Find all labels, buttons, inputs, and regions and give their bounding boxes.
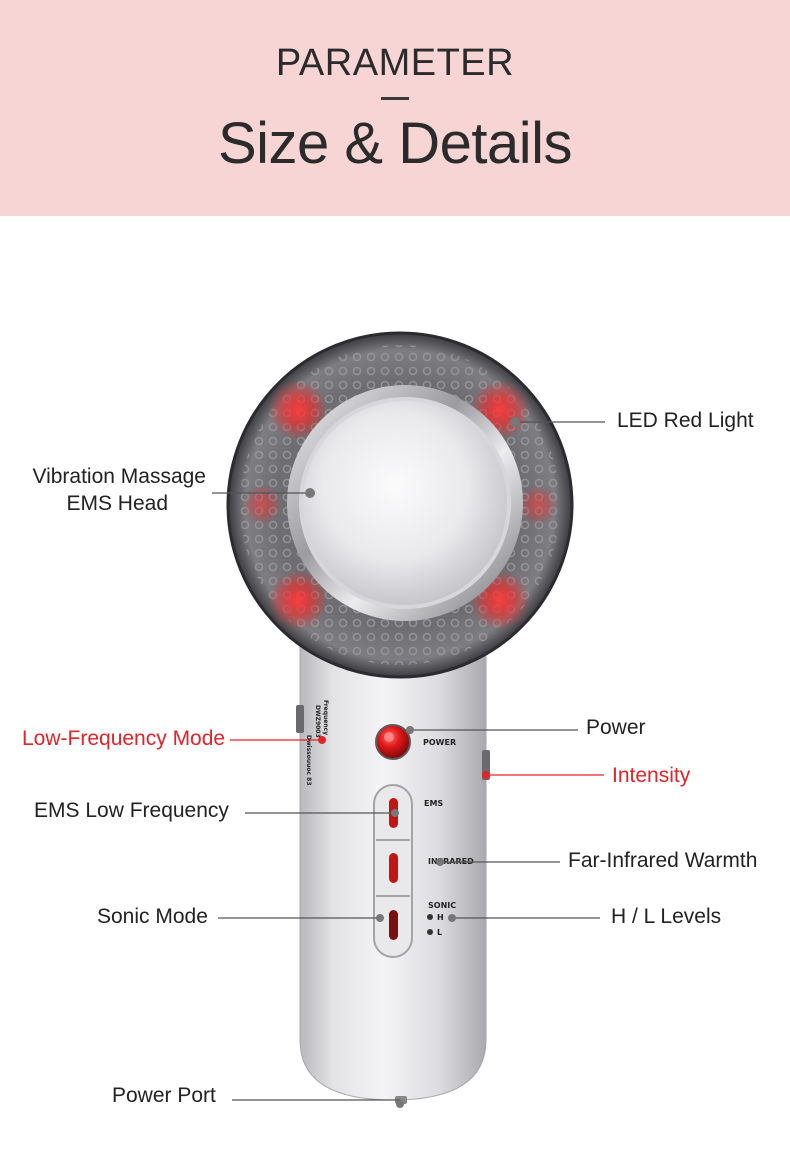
callout-sonic-mode: Sonic Mode <box>97 905 208 928</box>
callout-hl-levels: H / L Levels <box>611 905 722 928</box>
frequency-slider[interactable] <box>296 705 304 733</box>
ems-button-label: EMS <box>424 799 443 808</box>
led-light <box>268 570 328 630</box>
callout-lines-red <box>230 739 604 776</box>
callout-ems-low-frequency: EMS Low Frequency <box>34 799 229 822</box>
svg-text:L: L <box>437 928 442 937</box>
led-light <box>268 380 328 440</box>
callout-vibration-massage: Vibration Massage EMS Head <box>32 465 206 516</box>
sonic-low-indicator <box>427 929 433 935</box>
sonic-high-indicator <box>427 914 433 920</box>
led-light <box>518 485 558 525</box>
side-label: DWZ9003 <box>314 705 321 738</box>
callout-lines <box>212 421 605 1101</box>
callout-low-frequency-mode: Low-Frequency Mode <box>22 727 226 750</box>
header-banner: PARAMETER Size & Details <box>0 0 790 216</box>
sonic-button[interactable] <box>389 910 398 940</box>
callout-intensity: Intensity <box>612 764 691 787</box>
callout-power: Power <box>586 716 646 739</box>
callout-far-infrared: Far-Infrared Warmth <box>568 849 758 872</box>
power-button-label: POWER <box>423 738 456 747</box>
svg-text:DWZ9003: DWZ9003 <box>314 705 321 738</box>
callout-dots-red <box>318 736 490 779</box>
ems-dome <box>303 401 507 605</box>
callout-power-port: Power Port <box>112 1084 216 1107</box>
led-light <box>242 485 282 525</box>
svg-text:H: H <box>437 913 444 922</box>
svg-text:Dwissouuoc 83: Dwissouuoc 83 <box>305 735 312 786</box>
svg-text:Frequency: Frequency <box>322 700 329 735</box>
infrared-button[interactable] <box>389 853 398 883</box>
header-divider <box>381 97 409 100</box>
header-kicker: PARAMETER <box>275 42 515 84</box>
callout-dots <box>305 417 520 1108</box>
callout-led-red-light: LED Red Light <box>617 409 754 432</box>
sonic-label: SONIC <box>428 901 456 910</box>
page-title: Size & Details <box>217 111 573 176</box>
power-button[interactable] <box>375 724 411 760</box>
